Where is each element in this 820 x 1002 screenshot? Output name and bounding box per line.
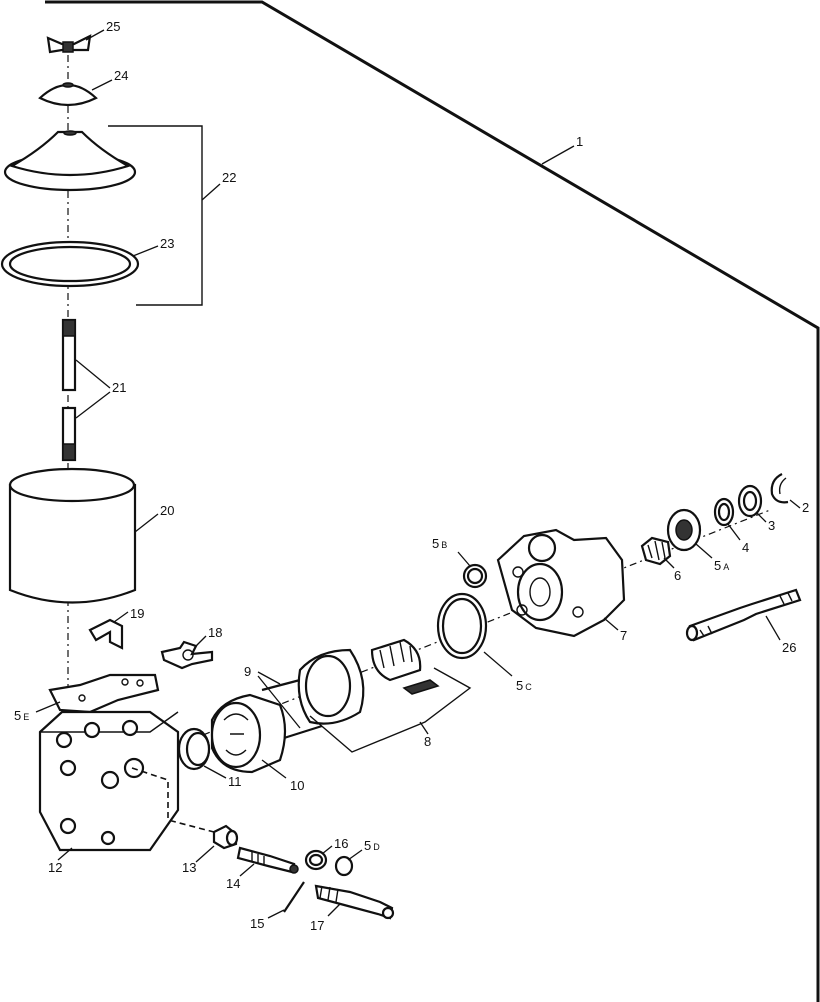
leader-5c [483,651,513,677]
leader-1 [541,145,575,165]
callout-20: 20 [160,503,174,518]
callout-9: 9 [244,664,251,679]
callout-13: 13 [182,860,196,875]
stud-lower [61,406,77,462]
leader-18 [195,635,207,647]
leader-24 [91,79,113,91]
pressure-plate [210,693,287,774]
needle-bearing [640,536,672,566]
vanes [402,679,440,695]
drive-shaft [685,588,802,642]
bracket-22 [108,125,203,306]
leader-4 [727,523,741,541]
leader-17 [327,903,341,917]
leader-5d [347,849,363,861]
callout-7: 7 [620,628,627,643]
leader-21a [75,359,111,389]
callout-24: 24 [114,68,128,83]
snap-ring-4 [713,497,735,527]
callout-21: 21 [112,380,126,395]
leader-5a [695,543,713,559]
retaining-ring-2 [770,473,789,504]
leader-15 [267,909,285,919]
callout-6: 6 [674,568,681,583]
pump-ring [297,648,365,725]
leader-6 [663,557,675,569]
cap [38,82,98,107]
relief-fitting [212,824,239,850]
thrust-plate [496,528,626,638]
leader-13 [195,845,215,863]
callout-26: 26 [782,640,796,655]
leader-5e [35,701,61,713]
callout-14: 14 [226,876,240,891]
relief-valve [236,846,299,874]
flow-control-valve [314,884,395,920]
washer-3 [737,484,763,518]
leader-11 [203,765,227,779]
callout-1: 1 [576,134,583,149]
leader-26 [765,615,781,641]
pump-housing [38,710,180,852]
leader-22 [201,183,221,201]
hose-bracket [160,640,214,670]
callout-17: 17 [310,918,324,933]
leader-10 [261,759,287,779]
callout-4: 4 [742,540,749,555]
shaft-seal-5a [666,508,702,552]
gasket-5e [48,673,160,714]
callout-16: 16 [334,836,348,851]
leader-19 [113,611,129,623]
callout-19: 19 [130,606,144,621]
o-ring-5d [334,855,354,877]
callout-2: 2 [802,500,809,515]
relief-valve-path [131,767,215,833]
callout-10: 10 [290,778,304,793]
leader-7 [603,617,619,631]
leader-3 [755,511,767,523]
reservoir-cover [3,130,137,192]
o-ring-11 [177,727,211,771]
leader-12 [57,847,73,861]
leader-25 [85,29,105,41]
leader-14 [239,863,255,877]
leader-16 [321,845,333,855]
stud-upper [61,318,77,392]
leader-23 [132,245,159,257]
leader-21b [75,391,111,419]
callout-12: 12 [48,860,62,875]
leader-8 [419,721,429,735]
callout-23: 23 [160,236,174,251]
o-ring-5c [436,592,488,660]
assembly-bracket [45,0,820,1002]
callout-15: 15 [250,916,264,931]
cover-seal-ring [0,240,140,288]
callout-25: 25 [106,19,120,34]
callout-22: 22 [222,170,236,185]
callout-3: 3 [768,518,775,533]
o-ring-16 [304,849,328,871]
callout-18: 18 [208,625,222,640]
reservoir-can [8,467,137,604]
leader-9b [257,675,301,729]
retaining-clip [88,618,124,650]
wing-nut [46,34,92,54]
valve-pin [283,881,305,913]
rotor [370,638,422,682]
o-ring-5b [462,563,488,589]
callout-11: 11 [228,774,242,789]
leader-5b [457,551,471,567]
leader-9a [257,671,281,685]
callout-8: 8 [424,734,431,749]
leader-2 [789,499,801,509]
bracket-8 [309,667,472,753]
leader-20 [134,513,159,533]
